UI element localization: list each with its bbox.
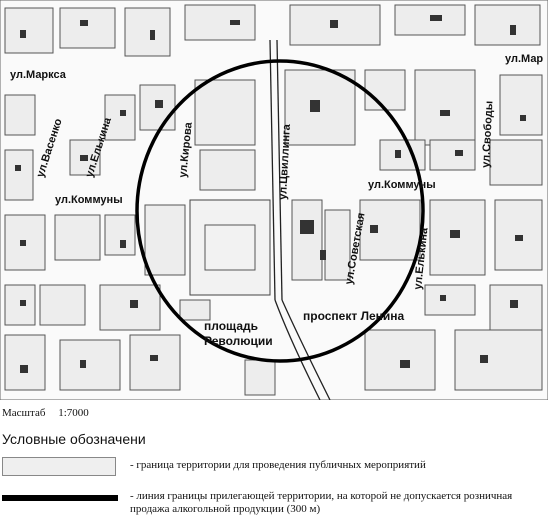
building-detail bbox=[80, 155, 88, 161]
building-detail bbox=[400, 360, 410, 368]
building-detail bbox=[310, 100, 320, 112]
building-detail bbox=[480, 355, 488, 363]
building-detail bbox=[330, 20, 338, 28]
building-block bbox=[59, 339, 121, 391]
building-detail bbox=[150, 30, 155, 40]
building-block bbox=[124, 7, 171, 57]
building-block bbox=[364, 69, 406, 111]
building-block bbox=[59, 7, 116, 49]
building-block bbox=[324, 209, 351, 281]
building-block bbox=[144, 204, 186, 276]
building-detail bbox=[440, 295, 446, 301]
street-label-svobody: ул.Свободы bbox=[480, 101, 495, 169]
building-detail bbox=[370, 225, 378, 233]
place-label-square-line1: площадь bbox=[204, 319, 258, 333]
legend-text-area: - граница территории для проведения публ… bbox=[130, 459, 426, 471]
building-block bbox=[184, 4, 256, 41]
building-detail bbox=[130, 300, 138, 308]
legend-swatch-area bbox=[2, 457, 116, 476]
building-block bbox=[194, 79, 256, 146]
building-block bbox=[379, 139, 426, 171]
building-block bbox=[454, 329, 543, 391]
street-label-marksa: ул.Маркса bbox=[10, 69, 67, 81]
street-label-tsvillinga: ул.Цвиллинга bbox=[277, 123, 293, 200]
city-map: ул.Маркса ул.Васенко ул.Елькина ул.Киров… bbox=[0, 0, 548, 400]
building-detail bbox=[395, 150, 401, 158]
building-detail bbox=[120, 110, 126, 116]
building-block bbox=[39, 284, 86, 326]
building-detail bbox=[440, 110, 450, 116]
building-detail bbox=[150, 355, 158, 361]
building-block bbox=[291, 199, 323, 281]
street-label-kirova: ул.Кирова bbox=[177, 121, 195, 178]
building-detail bbox=[15, 165, 21, 171]
building-detail bbox=[300, 220, 314, 234]
building-detail bbox=[320, 250, 326, 260]
building-detail bbox=[510, 300, 518, 308]
building-detail bbox=[120, 240, 126, 248]
building-detail bbox=[510, 25, 516, 35]
building-block bbox=[4, 7, 54, 54]
legend-swatch-boundary-line bbox=[2, 495, 118, 501]
boundary-circle-300m bbox=[135, 59, 425, 363]
building-detail bbox=[80, 360, 86, 368]
building-detail bbox=[450, 230, 460, 238]
building-blocks bbox=[4, 4, 543, 396]
building-detail bbox=[430, 15, 442, 21]
building-details bbox=[15, 15, 526, 373]
street-label-kommuny-left: ул.Коммуны bbox=[55, 194, 123, 206]
building-block bbox=[244, 359, 276, 396]
building-detail bbox=[520, 115, 526, 121]
building-block bbox=[414, 69, 476, 146]
building-block bbox=[359, 199, 421, 261]
building-detail bbox=[20, 240, 26, 246]
building-block bbox=[429, 139, 476, 171]
legend-text-boundary: - линия границы прилегающей территории, … bbox=[130, 490, 513, 515]
building-block bbox=[4, 94, 36, 136]
scale-info: Масштаб 1:7000 bbox=[2, 407, 99, 419]
building-block bbox=[4, 334, 46, 391]
building-block bbox=[104, 94, 136, 141]
building-detail bbox=[20, 300, 26, 306]
building-detail bbox=[20, 365, 28, 373]
building-block bbox=[424, 284, 476, 316]
building-block bbox=[104, 214, 136, 256]
building-detail bbox=[515, 235, 523, 241]
building-block bbox=[4, 149, 34, 201]
scale-label: Масштаб bbox=[2, 407, 46, 419]
scale-value: 1:7000 bbox=[58, 407, 89, 419]
building-detail bbox=[20, 30, 26, 38]
building-detail bbox=[230, 20, 240, 25]
building-block bbox=[179, 299, 211, 321]
building-detail bbox=[455, 150, 463, 156]
building-detail bbox=[155, 100, 163, 108]
building-block bbox=[129, 334, 181, 391]
building-block bbox=[474, 4, 541, 46]
building-detail bbox=[80, 20, 88, 26]
place-label-square-line2: Революции bbox=[204, 334, 273, 348]
building-block bbox=[499, 74, 543, 136]
street-label-lenina: проспект Ленина bbox=[303, 309, 405, 323]
building-block bbox=[199, 149, 256, 191]
building-block bbox=[54, 214, 101, 261]
square-revolution-area bbox=[189, 199, 271, 296]
square-inner-block bbox=[204, 224, 256, 271]
street-label-marksa-right: ул.Мар bbox=[505, 53, 543, 65]
legend-title: Условные обозначени bbox=[2, 431, 146, 447]
street-label-kommuny-right: ул.Коммуны bbox=[368, 179, 436, 191]
building-block bbox=[489, 139, 543, 186]
